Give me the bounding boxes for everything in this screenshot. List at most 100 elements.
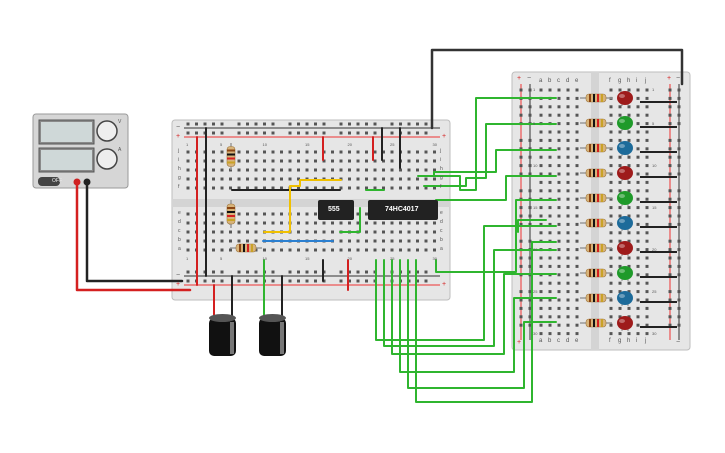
rail-hole[interactable] — [528, 239, 532, 243]
breadboard-hole[interactable] — [212, 168, 215, 172]
breadboard-hole[interactable] — [280, 186, 283, 190]
breadboard-hole[interactable] — [539, 155, 543, 159]
breadboard-hole[interactable] — [566, 332, 570, 336]
breadboard-hole[interactable] — [356, 212, 360, 216]
breadboard-hole[interactable] — [609, 105, 613, 109]
breadboard-hole[interactable] — [627, 306, 631, 310]
breadboard-hole[interactable] — [575, 113, 579, 117]
breadboard-hole[interactable] — [636, 164, 640, 168]
rail-hole[interactable] — [519, 264, 523, 268]
breadboard-hole[interactable] — [229, 230, 232, 234]
voltage-knob[interactable] — [96, 120, 118, 142]
breadboard-hole[interactable] — [382, 177, 385, 181]
breadboard-hole[interactable] — [636, 239, 640, 243]
rail-hole[interactable] — [305, 279, 309, 283]
led-resistor[interactable] — [580, 243, 612, 253]
breadboard-hole[interactable] — [566, 273, 570, 277]
breadboard-hole[interactable] — [539, 113, 543, 117]
breadboard-hole[interactable] — [557, 281, 561, 285]
breadboard-hole[interactable] — [636, 273, 640, 277]
breadboard-hole[interactable] — [645, 256, 649, 260]
breadboard-hole[interactable] — [539, 147, 543, 151]
breadboard-hole[interactable] — [636, 264, 640, 268]
breadboard-hole[interactable] — [539, 88, 543, 92]
breadboard-hole[interactable] — [416, 221, 419, 225]
rail-hole[interactable] — [339, 270, 343, 274]
breadboard-hole[interactable] — [186, 212, 190, 216]
breadboard-hole[interactable] — [263, 186, 266, 190]
breadboard-hole[interactable] — [566, 306, 570, 310]
rail-hole[interactable] — [677, 222, 681, 226]
breadboard-hole[interactable] — [237, 212, 241, 216]
breadboard-hole[interactable] — [548, 206, 552, 210]
rail-hole[interactable] — [339, 279, 343, 283]
breadboard-hole[interactable] — [548, 231, 552, 235]
breadboard-hole[interactable] — [575, 306, 579, 310]
breadboard-hole[interactable] — [636, 281, 640, 285]
breadboard-hole[interactable] — [305, 186, 309, 190]
rail-hole[interactable] — [677, 306, 681, 310]
breadboard-hole[interactable] — [382, 239, 385, 243]
led-green[interactable] — [617, 116, 633, 131]
breadboard-hole[interactable] — [618, 164, 622, 168]
breadboard-hole[interactable] — [331, 230, 334, 234]
breadboard-hole[interactable] — [609, 222, 613, 226]
breadboard-hole[interactable] — [575, 147, 579, 151]
breadboard-hole[interactable] — [609, 306, 613, 310]
rail-hole[interactable] — [322, 122, 326, 126]
breadboard-hole[interactable] — [399, 177, 402, 181]
breadboard-hole[interactable] — [575, 206, 579, 210]
breadboard-hole[interactable] — [314, 248, 317, 252]
breadboard-hole[interactable] — [288, 248, 292, 252]
breadboard-hole[interactable] — [548, 88, 552, 92]
led-resistor[interactable] — [580, 268, 612, 278]
breadboard-hole[interactable] — [627, 189, 631, 193]
breadboard-hole[interactable] — [618, 239, 622, 243]
rail-hole[interactable] — [297, 279, 300, 283]
rail-hole[interactable] — [246, 279, 249, 283]
rail-hole[interactable] — [212, 279, 215, 283]
led-blue[interactable] — [617, 291, 633, 306]
breadboard-hole[interactable] — [618, 113, 622, 117]
breadboard-hole[interactable] — [263, 221, 266, 225]
breadboard-hole[interactable] — [322, 159, 326, 163]
breadboard-hole[interactable] — [390, 221, 394, 225]
breadboard-hole[interactable] — [557, 214, 561, 218]
breadboard-hole[interactable] — [373, 230, 377, 234]
rail-hole[interactable] — [365, 131, 368, 135]
breadboard-hole[interactable] — [539, 323, 543, 327]
breadboard-hole[interactable] — [575, 155, 579, 159]
breadboard-hole[interactable] — [237, 230, 241, 234]
breadboard-hole[interactable] — [314, 159, 317, 163]
rail-hole[interactable] — [668, 172, 672, 176]
rail-hole[interactable] — [668, 113, 672, 117]
breadboard-hole[interactable] — [609, 281, 613, 285]
breadboard-hole[interactable] — [557, 306, 561, 310]
breadboard-hole[interactable] — [339, 239, 343, 243]
led-resistor[interactable] — [580, 118, 612, 128]
rail-hole[interactable] — [237, 279, 241, 283]
resistor-r1[interactable] — [226, 143, 236, 170]
breadboard-hole[interactable] — [548, 306, 552, 310]
breadboard-hole[interactable] — [399, 221, 402, 225]
breadboard-hole[interactable] — [575, 256, 579, 260]
breadboard-hole[interactable] — [575, 105, 579, 109]
breadboard-hole[interactable] — [416, 239, 419, 243]
rail-hole[interactable] — [668, 222, 672, 226]
rail-hole[interactable] — [254, 279, 258, 283]
current-knob[interactable] — [96, 148, 118, 170]
rail-hole[interactable] — [365, 122, 368, 126]
breadboard-hole[interactable] — [433, 239, 436, 243]
rail-hole[interactable] — [416, 270, 419, 274]
led-red[interactable] — [617, 241, 633, 256]
breadboard-hole[interactable] — [645, 147, 649, 151]
breadboard-hole[interactable] — [424, 186, 428, 190]
breadboard-hole[interactable] — [636, 290, 640, 294]
breadboard-hole[interactable] — [618, 138, 622, 142]
breadboard-hole[interactable] — [539, 189, 543, 193]
breadboard-hole[interactable] — [271, 186, 275, 190]
breadboard-hole[interactable] — [297, 248, 300, 252]
breadboard-hole[interactable] — [609, 273, 613, 277]
rail-hole[interactable] — [373, 131, 377, 135]
led-resistor[interactable] — [580, 293, 612, 303]
